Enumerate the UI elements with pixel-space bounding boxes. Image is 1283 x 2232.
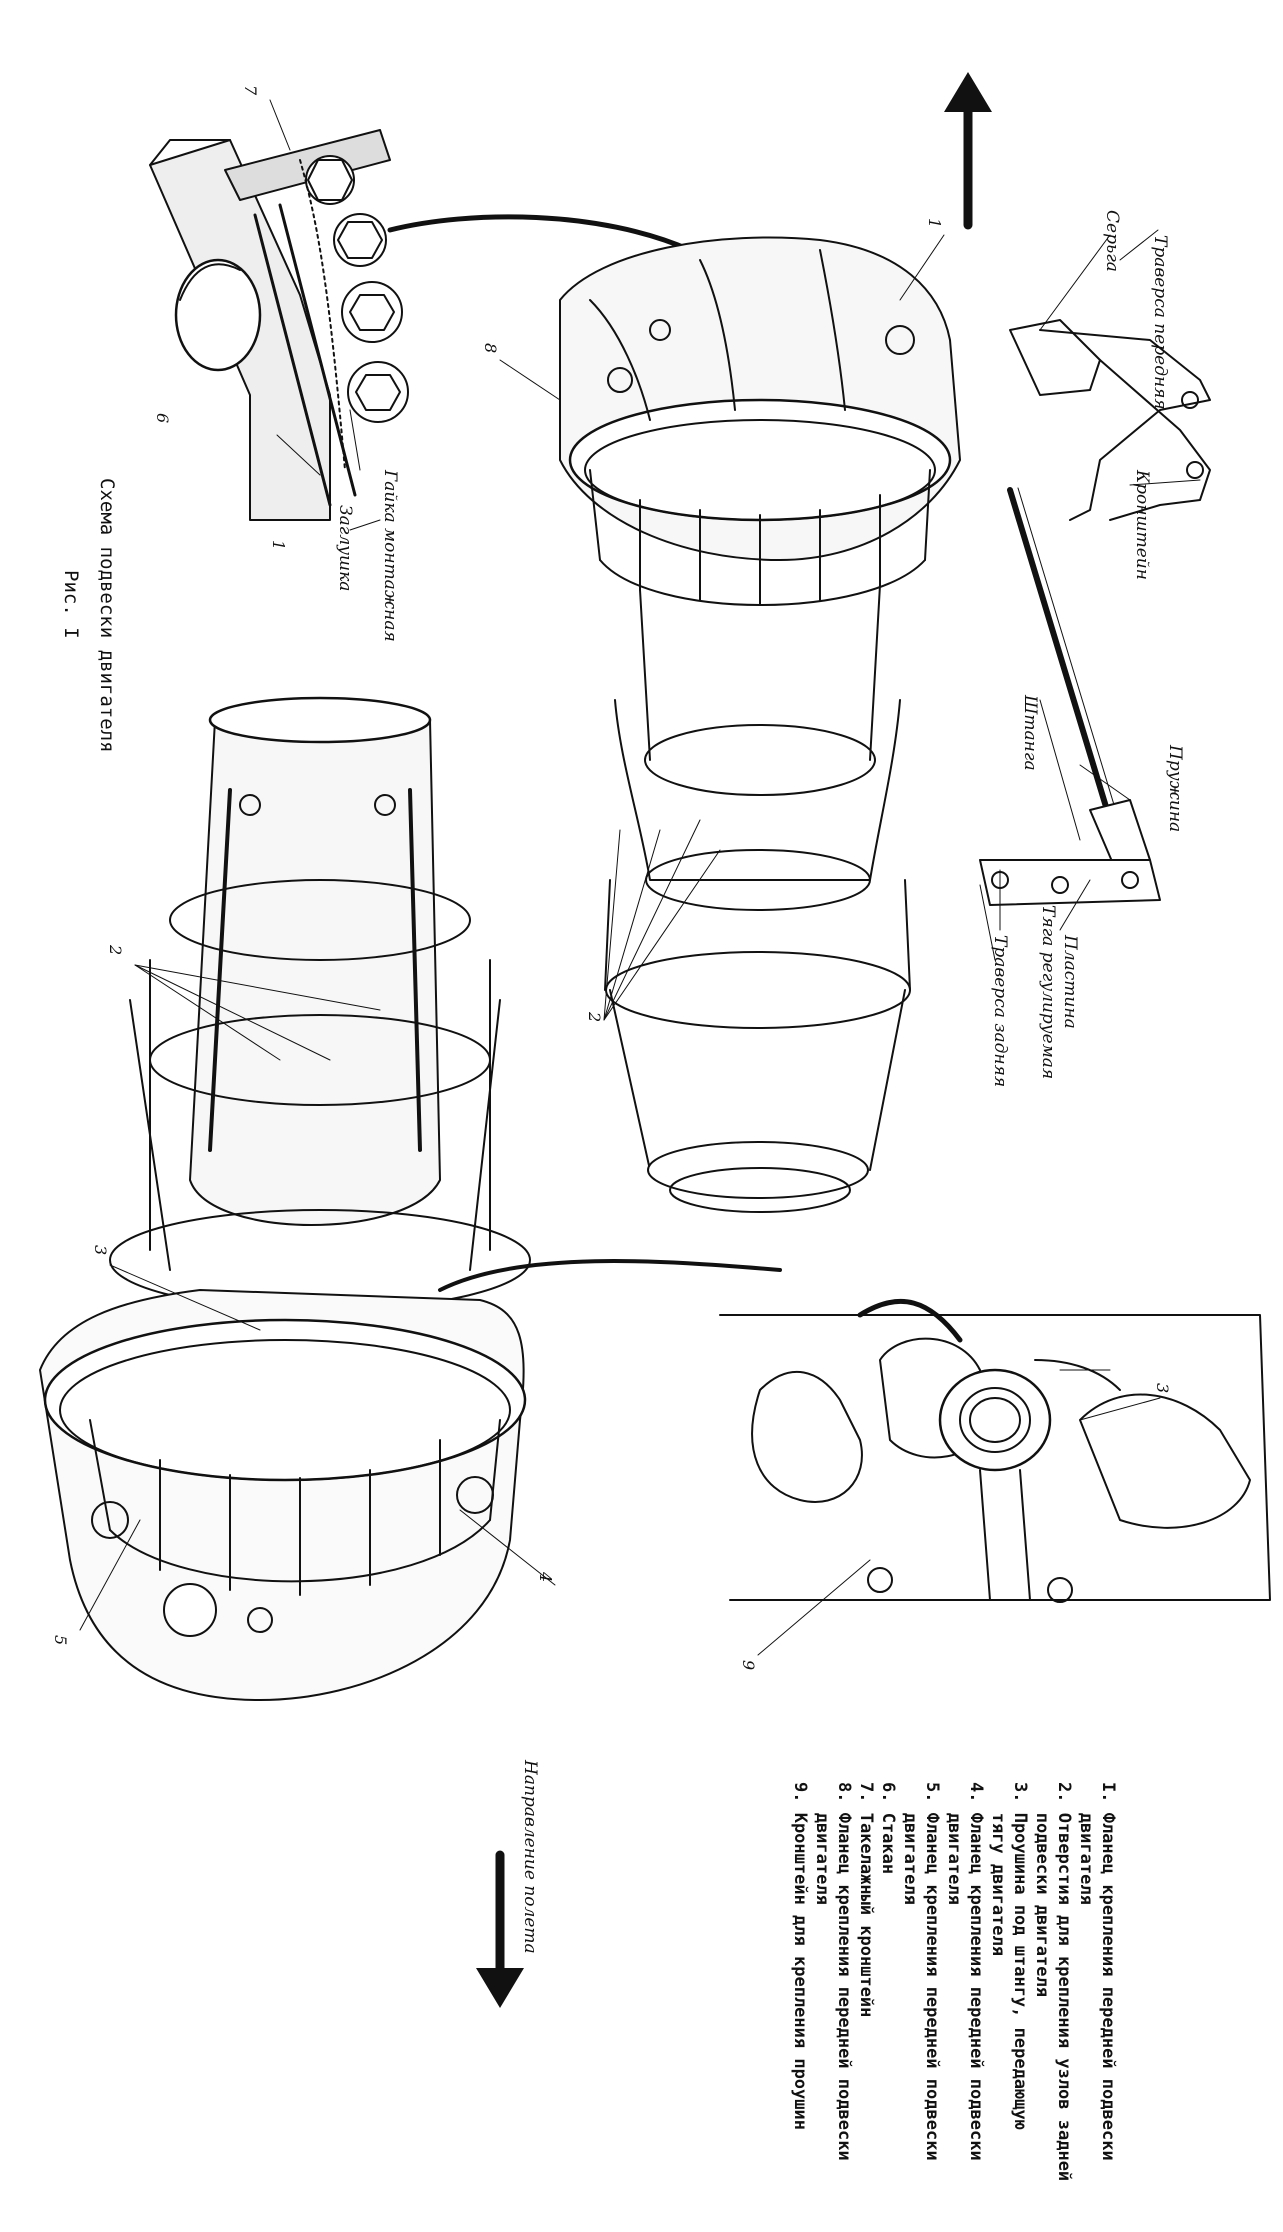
label-rod: Штанга: [1020, 695, 1040, 771]
callout-3: 3: [91, 1245, 110, 1256]
figure-title: Схема подвески двигателя: [96, 478, 118, 753]
legend-line: 2. Отверстия для крепления узлов задней: [1054, 1782, 1074, 2182]
label-sergha: Серьга: [1102, 210, 1122, 272]
legend-line: подвески двигателя: [1032, 1782, 1052, 1997]
label-plate: Пластина: [1060, 935, 1080, 1029]
callout-7: 7: [241, 85, 260, 96]
legend-line: 3. Проушина под штангу, передающую: [1010, 1782, 1030, 2130]
label-plug: Заглушка: [335, 505, 355, 592]
engine-lower: [39, 696, 531, 1701]
bracket-detail: [719, 1314, 1271, 1603]
legend-line: двигателя: [944, 1782, 964, 1905]
legend-line: 5. Фланец крепления передней подвески: [922, 1782, 942, 2161]
flange-detail: [149, 129, 409, 521]
legend-line: I. Фланец крепления передней подвески: [1098, 1782, 1118, 2161]
callout-2-lower: 2: [106, 945, 125, 956]
legend-line: 4. Фланец крепления передней подвески: [966, 1782, 986, 2161]
callout-2-upper: 2: [585, 1012, 604, 1023]
label-nut: Гайка монтажная: [380, 470, 400, 642]
engine-upper: [559, 236, 961, 1213]
callout-1: 1: [925, 218, 944, 229]
legend-line: двигателя: [1076, 1782, 1096, 1905]
label-traversa-rear: Траверса задняя: [990, 935, 1010, 1088]
callout-1-detail: 1: [269, 540, 288, 551]
legend-line: тягу двигателя: [988, 1782, 1008, 1956]
label-adjust-rod: Тяга регулируемая: [1038, 905, 1058, 1080]
figure-number: Рис. I: [60, 570, 82, 639]
leader-lines: [79, 99, 1201, 1656]
label-spring: Пружина: [1165, 745, 1185, 833]
legend-line: 8. Фланец крепления передней подвески: [834, 1782, 854, 2161]
callout-5: 5: [51, 1635, 70, 1646]
suspension-rods: [979, 319, 1211, 906]
callout-4: 4: [536, 1572, 555, 1583]
callout-9: 9: [739, 1660, 758, 1671]
arrow-down-icon: [476, 1850, 524, 2008]
arrow-up-icon: [944, 72, 992, 230]
label-traversa-front: Траверса передняя: [1150, 235, 1170, 410]
callout-6: 6: [153, 413, 172, 424]
legend-line: 9. Кронштейн для крепления проушин: [790, 1782, 810, 2130]
legend-line: двигателя: [812, 1782, 832, 1905]
legend-line: 7. Такелажный кронштейн: [856, 1782, 876, 2018]
legend-line: двигателя: [900, 1782, 920, 1905]
bolt-icon: [305, 155, 409, 423]
callout-3-detail: 3: [1153, 1383, 1172, 1394]
callout-8: 8: [481, 343, 500, 354]
direction-label: Направление полета: [520, 1760, 540, 1954]
legend-line: 6. Стакан: [878, 1782, 898, 1875]
label-bracket: Кронштейн: [1132, 470, 1152, 580]
